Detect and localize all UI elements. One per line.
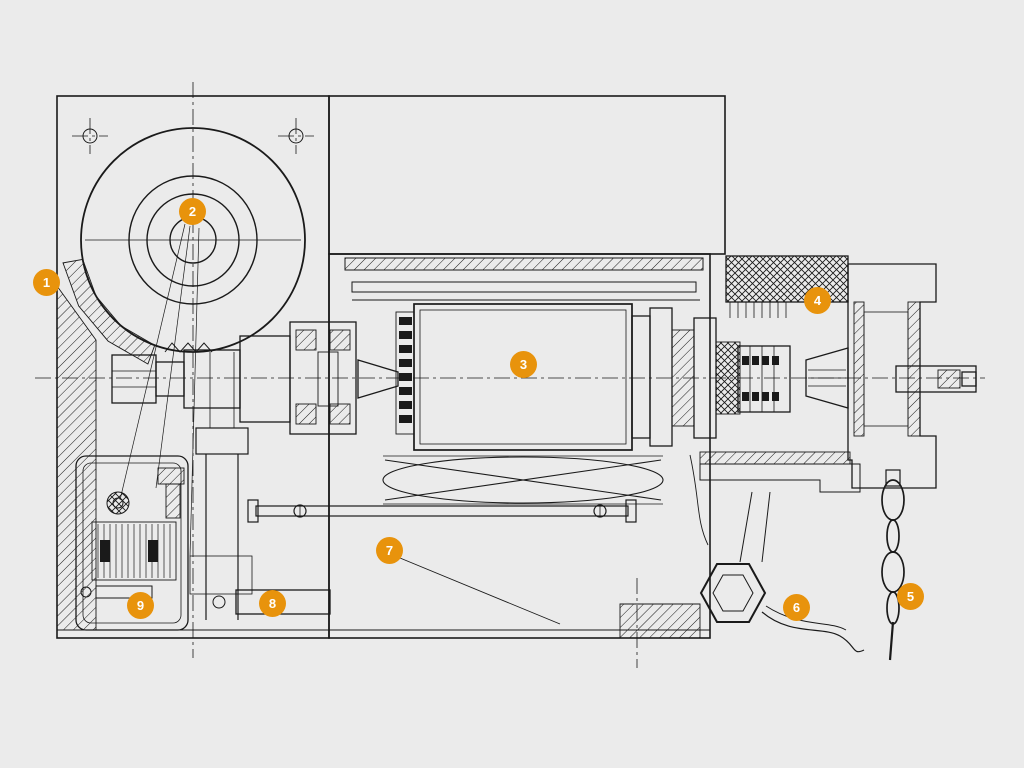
drive-shaft-assembly [111,321,399,435]
housing-section-hatch [56,258,701,639]
limit-switch-assembly [75,455,189,631]
callout-3[interactable]: 3 [510,351,537,378]
callout-9[interactable]: 9 [127,592,154,619]
motor [395,303,741,451]
callout-2[interactable]: 2 [179,198,206,225]
callout-8[interactable]: 8 [259,590,286,617]
callout-1[interactable]: 1 [33,269,60,296]
callout-7[interactable]: 7 [376,537,403,564]
support-bracket [189,352,253,620]
cooling-fan [382,454,709,546]
callout-4[interactable]: 4 [804,287,831,314]
cable-drum [80,127,306,353]
release-chain [881,469,905,661]
tension-bar [247,499,637,625]
leader-lines [119,223,200,557]
output-shaft [895,365,977,393]
stop-block [212,589,331,615]
release-knob [699,563,865,653]
mounting-rails [344,257,704,301]
callout-5[interactable]: 5 [897,583,924,610]
callout-6[interactable]: 6 [783,594,810,621]
centerlines [35,82,985,668]
